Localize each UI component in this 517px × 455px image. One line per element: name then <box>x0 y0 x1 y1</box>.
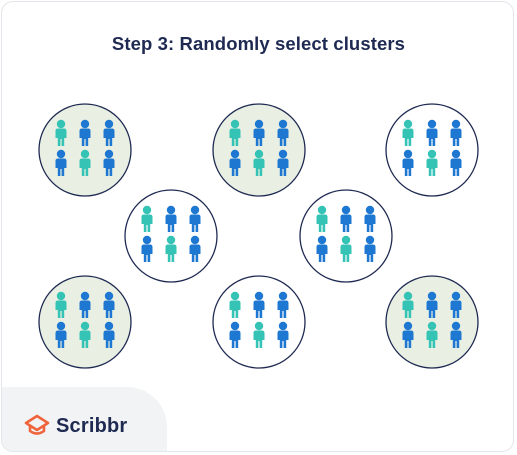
footer-tab <box>2 387 167 451</box>
person-icon <box>229 119 241 146</box>
cluster-unselected <box>212 275 306 369</box>
cluster-unselected <box>124 189 218 283</box>
person-icon <box>426 321 438 348</box>
person-icon <box>277 149 289 176</box>
person-icon <box>426 119 438 146</box>
cluster-selected <box>38 275 132 369</box>
person-icon <box>79 321 91 348</box>
person-icon <box>165 205 177 232</box>
person-icon <box>364 235 376 262</box>
person-icon <box>229 149 241 176</box>
person-icon <box>402 119 414 146</box>
person-icon <box>189 235 201 262</box>
brand-name: Scribbr <box>56 414 128 437</box>
person-icon <box>402 321 414 348</box>
person-icon <box>450 149 462 176</box>
person-icon <box>450 119 462 146</box>
cluster-selected <box>385 275 479 369</box>
person-icon <box>316 205 328 232</box>
person-icon <box>189 205 201 232</box>
person-icon <box>79 291 91 318</box>
person-icon <box>103 119 115 146</box>
person-icon <box>103 321 115 348</box>
person-icon <box>79 149 91 176</box>
person-icon <box>141 235 153 262</box>
person-icon <box>277 291 289 318</box>
cluster-selected <box>38 103 132 197</box>
person-icon <box>103 149 115 176</box>
person-icon <box>55 149 67 176</box>
person-icon <box>402 149 414 176</box>
person-icon <box>426 291 438 318</box>
person-icon <box>277 321 289 348</box>
person-icon <box>340 205 352 232</box>
person-icon <box>402 291 414 318</box>
person-icon <box>277 119 289 146</box>
person-icon <box>253 119 265 146</box>
person-icon <box>253 321 265 348</box>
cluster-unselected <box>299 189 393 283</box>
person-icon <box>55 119 67 146</box>
person-icon <box>165 235 177 262</box>
person-icon <box>450 321 462 348</box>
scribbr-logo: Scribbr <box>24 412 127 440</box>
person-icon <box>141 205 153 232</box>
diagram-title: Step 3: Randomly select clusters <box>111 33 406 54</box>
scribbr-logo-icon <box>24 414 50 435</box>
cluster-diagram <box>38 103 479 369</box>
cluster-selected <box>212 103 306 197</box>
person-icon <box>55 321 67 348</box>
person-icon <box>364 205 376 232</box>
person-icon <box>103 291 115 318</box>
person-icon <box>253 291 265 318</box>
person-icon <box>229 321 241 348</box>
person-icon <box>316 235 328 262</box>
person-icon <box>79 119 91 146</box>
cluster-unselected <box>385 103 479 197</box>
person-icon <box>253 149 265 176</box>
person-icon <box>340 235 352 262</box>
person-icon <box>450 291 462 318</box>
person-icon <box>426 149 438 176</box>
person-icon <box>229 291 241 318</box>
person-icon <box>55 291 67 318</box>
